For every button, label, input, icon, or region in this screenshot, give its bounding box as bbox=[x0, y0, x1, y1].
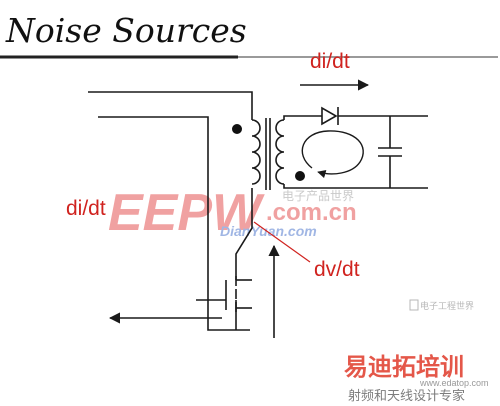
secondary-return-wire bbox=[283, 184, 428, 189]
label-dvdt: dv/dt bbox=[314, 258, 360, 281]
label-left-didt: di/dt bbox=[66, 197, 106, 220]
primary-winding bbox=[251, 119, 261, 185]
badge-subtitle: 射频和天线设计专家 bbox=[348, 388, 465, 404]
mosfet-switch bbox=[196, 276, 252, 312]
diode-symbol bbox=[321, 106, 339, 126]
corner-logo-box bbox=[409, 299, 419, 311]
watermark-logo: EEPW bbox=[108, 184, 265, 242]
watermark-url: DianYuan.com bbox=[220, 223, 317, 239]
secondary-current-loop bbox=[301, 130, 364, 179]
watermark-com: .com.cn bbox=[266, 199, 357, 226]
primary-lower-wire bbox=[235, 188, 253, 280]
secondary-top-wire bbox=[283, 115, 322, 120]
edatop-badge: 易迪拓培训 www.edatop.com 射频和天线设计专家 bbox=[344, 353, 489, 404]
dvdt-pointer-line bbox=[253, 221, 311, 263]
primary-top-wire bbox=[88, 91, 253, 120]
watermark-cn-tag: 电子产品世界 bbox=[282, 189, 354, 203]
primary-loop bbox=[88, 91, 253, 331]
label-top-didt: di/dt bbox=[310, 50, 350, 73]
secondary-dot bbox=[295, 171, 305, 181]
badge-url: www.edatop.com bbox=[419, 378, 489, 388]
transformer bbox=[251, 118, 285, 190]
corner-logo: 电子工程世界 bbox=[409, 299, 474, 311]
badge-title: 易迪拓培训 bbox=[344, 353, 464, 381]
primary-dot bbox=[232, 124, 242, 134]
corner-logo-text: 电子工程世界 bbox=[420, 300, 474, 311]
slide-title: Noise Sources bbox=[5, 11, 247, 50]
eepw-watermark: EEPW .com.cn DianYuan.com 电子产品世界 bbox=[108, 184, 357, 242]
secondary-winding bbox=[275, 119, 285, 185]
secondary-circuit bbox=[283, 106, 428, 189]
primary-inner-wire bbox=[98, 116, 250, 331]
output-capacitor bbox=[378, 116, 402, 188]
